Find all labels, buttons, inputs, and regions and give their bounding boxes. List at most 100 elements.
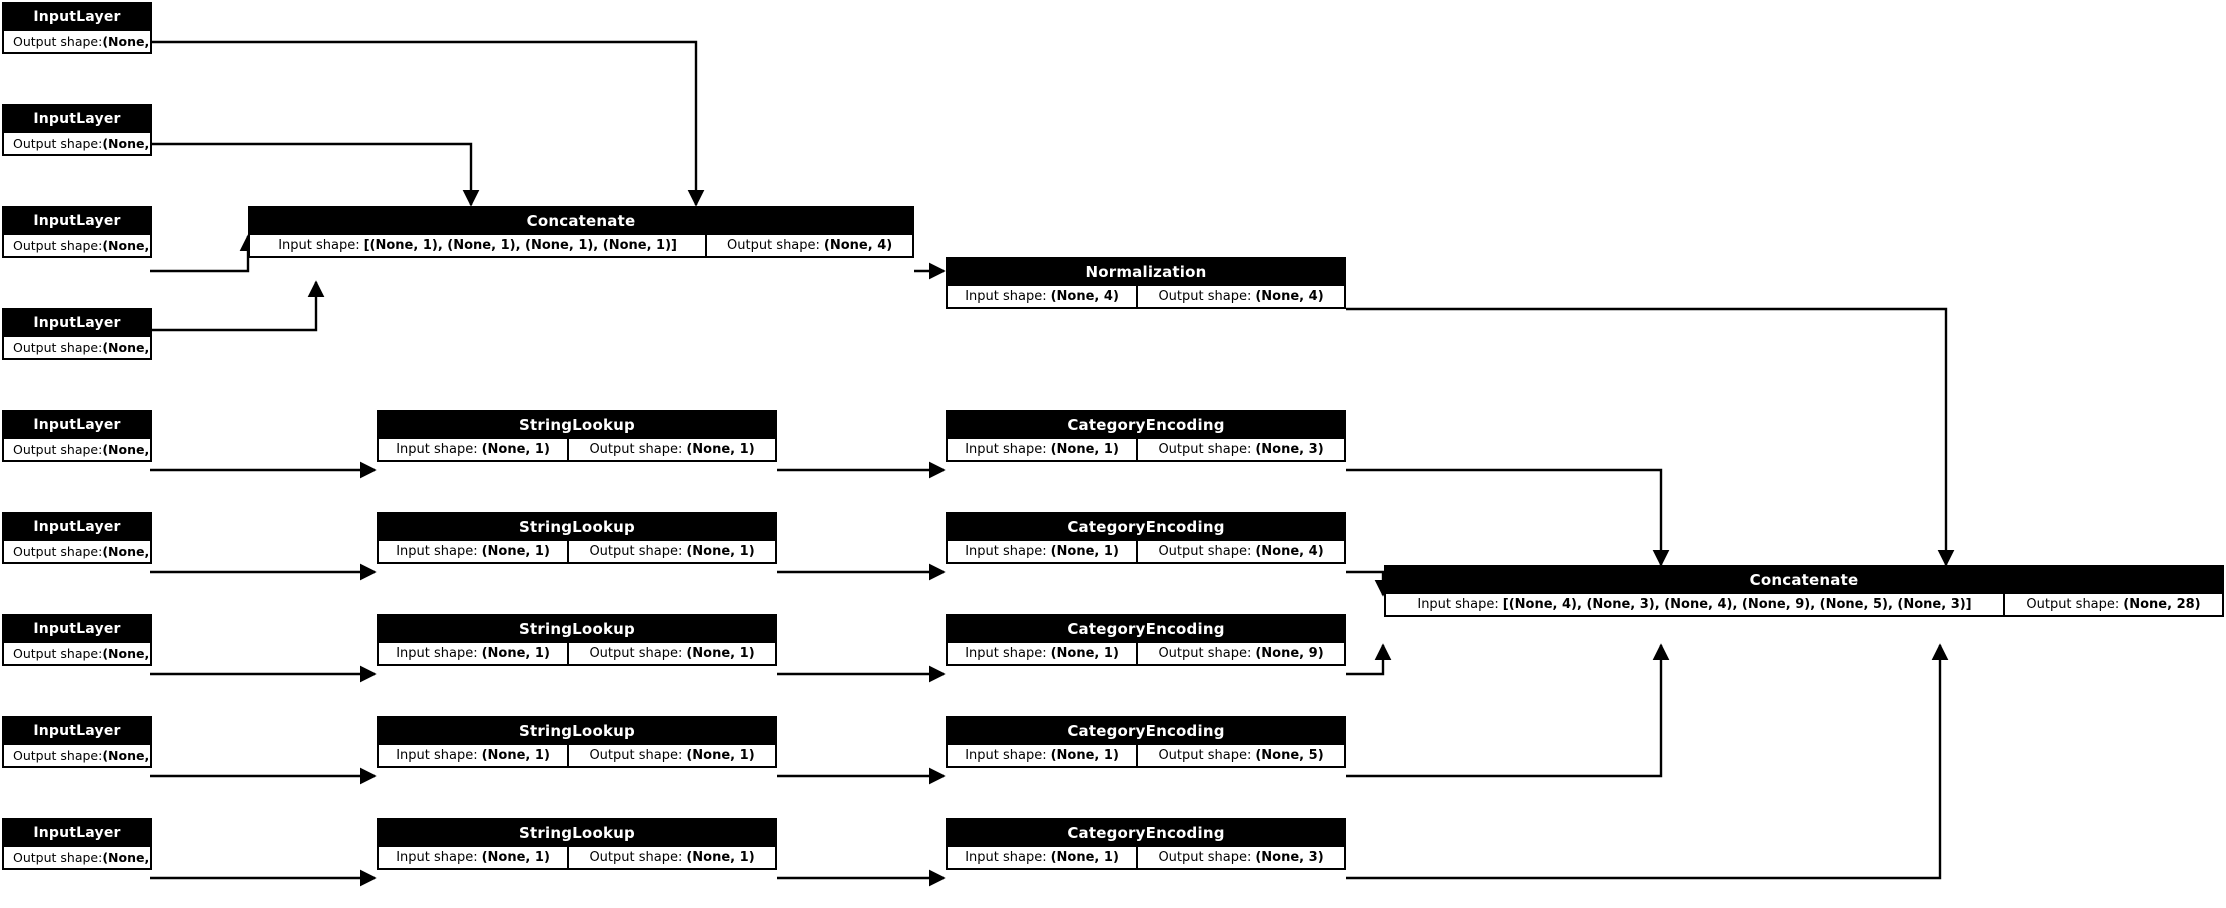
- output-shape-value: (None, 1): [102, 339, 150, 355]
- node-title: InputLayer: [4, 4, 150, 31]
- node-title: Concatenate: [250, 208, 912, 235]
- input-shape-label: Input shape:: [965, 747, 1047, 763]
- node-body: Output shape:(None, 1): [4, 132, 150, 154]
- node-body: Output shape:(None, 1): [4, 744, 150, 766]
- input-shape-value: (None, 1): [1050, 747, 1119, 763]
- edge-categoryencoding1-concat2: [1346, 468, 1670, 567]
- output-shape-label: Output shape:: [727, 237, 820, 253]
- output-shape-label: Output shape:: [1158, 288, 1252, 304]
- node-body: Input shape:(None, 1) Output shape:(None…: [379, 846, 775, 868]
- output-shape-label: Output shape:: [589, 543, 683, 559]
- input-shape-value: (None, 1): [1050, 849, 1119, 865]
- node-categoryencoding-1[interactable]: CategoryEncoding Input shape:(None, 1) O…: [946, 410, 1346, 462]
- output-shape-cell: Output shape:(None, 1): [4, 133, 150, 154]
- input-shape-label: Input shape:: [396, 441, 478, 457]
- node-title: StringLookup: [379, 820, 775, 847]
- input-shape-cell: Input shape:(None, 1): [379, 439, 567, 460]
- input-shape-label: Input shape:: [965, 288, 1047, 304]
- output-shape-cell: Output shape:(None, 5): [1136, 744, 1344, 766]
- node-body: Input shape:(None, 1) Output shape:(None…: [948, 744, 1344, 766]
- node-categoryencoding-5[interactable]: CategoryEncoding Input shape:(None, 1) O…: [946, 818, 1346, 870]
- output-shape-value: (None, 1): [686, 543, 755, 559]
- node-body: Output shape:(None, 1): [4, 234, 150, 256]
- output-shape-label: Output shape:: [1158, 645, 1252, 661]
- node-body: Output shape:(None, 1): [4, 846, 150, 868]
- output-shape-cell: Output shape:(None, 1): [4, 643, 150, 664]
- output-shape-label: Output shape:: [1158, 543, 1252, 559]
- node-body: Input shape:(None, 1) Output shape:(None…: [948, 540, 1344, 562]
- node-inputlayer-5[interactable]: InputLayer Output shape:(None, 1): [2, 410, 152, 462]
- node-stringlookup-3[interactable]: StringLookup Input shape:(None, 1) Outpu…: [377, 614, 777, 666]
- output-shape-value: (None, 5): [1255, 747, 1324, 763]
- node-categoryencoding-4[interactable]: CategoryEncoding Input shape:(None, 1) O…: [946, 716, 1346, 768]
- edge-normalization-concat2: [1346, 307, 1955, 567]
- input-shape-value: (None, 1): [481, 543, 550, 559]
- node-body: Input shape:(None, 4) Output shape: (None…: [948, 285, 1344, 307]
- output-shape-value: (None, 1): [102, 543, 150, 559]
- output-shape-cell: Output shape:(None, 3): [1136, 846, 1344, 868]
- node-title: InputLayer: [4, 310, 150, 337]
- node-title: StringLookup: [379, 718, 775, 745]
- output-shape-cell: Output shape:(None, 3): [1136, 438, 1344, 460]
- output-shape-value: (None, 1): [686, 441, 755, 457]
- output-shape-label: Output shape:: [589, 441, 683, 457]
- node-concatenate-2[interactable]: Concatenate Input shape:[(None, 4), (Non…: [1384, 565, 2224, 617]
- node-body: Output shape:(None, 1): [4, 438, 150, 460]
- output-shape-cell: Output shape:(None, 1): [567, 846, 775, 868]
- input-shape-cell: Input shape:(None, 4): [948, 286, 1136, 307]
- node-inputlayer-6[interactable]: InputLayer Output shape:(None, 1): [2, 512, 152, 564]
- node-title: InputLayer: [4, 106, 150, 133]
- output-shape-value: (None, 1): [102, 441, 150, 457]
- node-stringlookup-1[interactable]: StringLookup Input shape:(None, 1) Outpu…: [377, 410, 777, 462]
- output-shape-cell: Output shape:(None, 1): [4, 541, 150, 562]
- input-shape-value: (None, 1): [1050, 441, 1119, 457]
- node-inputlayer-3[interactable]: InputLayer Output shape:(None, 1): [2, 206, 152, 258]
- node-stringlookup-5[interactable]: StringLookup Input shape:(None, 1) Outpu…: [377, 818, 777, 870]
- input-shape-value: (None, 4): [1050, 288, 1119, 304]
- output-shape-label: Output shape:: [589, 645, 683, 661]
- node-body: Input shape:(None, 1) Output shape:(None…: [379, 540, 775, 562]
- node-stringlookup-2[interactable]: StringLookup Input shape:(None, 1) Outpu…: [377, 512, 777, 564]
- input-shape-cell: Input shape:(None, 1): [948, 745, 1136, 766]
- node-title: CategoryEncoding: [948, 616, 1344, 643]
- node-stringlookup-4[interactable]: StringLookup Input shape:(None, 1) Outpu…: [377, 716, 777, 768]
- output-shape-value: (None, 4): [823, 237, 893, 253]
- output-shape-cell: Output shape:(None, 1): [4, 235, 150, 256]
- node-title: Concatenate: [1386, 567, 2222, 594]
- edge-in2-concat1: [150, 142, 480, 207]
- node-concatenate-1[interactable]: Concatenate Input shape:[(None, 1), (Non…: [248, 206, 914, 258]
- output-shape-value: (None, 3): [1255, 849, 1324, 865]
- node-inputlayer-1[interactable]: InputLayer Output shape:(None, 1): [2, 2, 152, 54]
- input-shape-label: Input shape:: [1417, 596, 1499, 612]
- output-shape-value: (None, 1): [102, 33, 150, 49]
- node-categoryencoding-3[interactable]: CategoryEncoding Input shape:(None, 1) O…: [946, 614, 1346, 666]
- node-normalization[interactable]: Normalization Input shape:(None, 4) Outp…: [946, 257, 1346, 309]
- input-shape-label: Input shape:: [965, 441, 1047, 457]
- output-shape-label: Output shape:: [1158, 747, 1252, 763]
- input-shape-label: Input shape:: [965, 645, 1047, 661]
- output-shape-cell: Output shape:(None, 4): [705, 234, 912, 256]
- input-shape-label: Input shape:: [396, 849, 478, 865]
- output-shape-label: Output shape:: [13, 441, 103, 457]
- input-shape-value: (None, 1): [1050, 645, 1119, 661]
- input-shape-label: Input shape:: [965, 543, 1047, 559]
- output-shape-label: Output shape:: [1158, 441, 1252, 457]
- node-title: InputLayer: [4, 412, 150, 439]
- output-shape-cell: Output shape:(None, 1): [567, 438, 775, 460]
- input-shape-label: Input shape:: [396, 747, 478, 763]
- input-shape-cell: Input shape:[(None, 1), (None, 1), (None…: [250, 235, 705, 256]
- node-body: Output shape:(None, 1): [4, 540, 150, 562]
- node-title: StringLookup: [379, 514, 775, 541]
- node-inputlayer-2[interactable]: InputLayer Output shape:(None, 1): [2, 104, 152, 156]
- node-inputlayer-8[interactable]: InputLayer Output shape:(None, 1): [2, 716, 152, 768]
- node-body: Input shape:[(None, 1), (None, 1), (None…: [250, 234, 912, 256]
- input-shape-cell: Input shape:(None, 1): [948, 541, 1136, 562]
- node-inputlayer-9[interactable]: InputLayer Output shape:(None, 1): [2, 818, 152, 870]
- node-body: Input shape:(None, 1) Output shape:(None…: [948, 642, 1344, 664]
- node-categoryencoding-2[interactable]: CategoryEncoding Input shape:(None, 1) O…: [946, 512, 1346, 564]
- node-inputlayer-4[interactable]: InputLayer Output shape:(None, 1): [2, 308, 152, 360]
- output-shape-label: Output shape:: [13, 135, 103, 151]
- output-shape-value: (None, 1): [102, 237, 150, 253]
- node-inputlayer-7[interactable]: InputLayer Output shape:(None, 1): [2, 614, 152, 666]
